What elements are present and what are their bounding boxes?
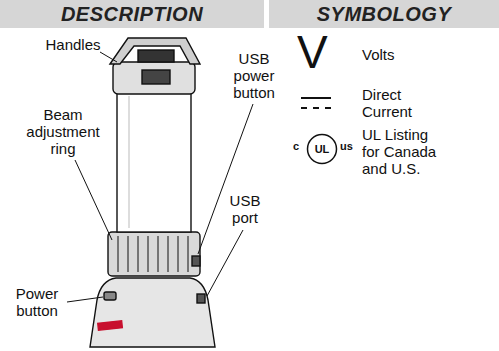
leader-line [100, 52, 117, 62]
part-label: USB port [222, 192, 268, 226]
lamp-drawing [90, 38, 215, 347]
leader-lines [67, 52, 253, 302]
part-label: Handles [44, 36, 102, 53]
ul-mark: UL [306, 133, 338, 165]
top-cap [113, 62, 195, 94]
section-heading: SYMBOLOGY [269, 0, 499, 28]
ul-mark-letter: us [340, 140, 360, 153]
beam-ring [108, 232, 200, 276]
leader-line [207, 230, 243, 296]
part-label: Beam adjustment ring [20, 106, 106, 157]
ul-mark-letter: c [293, 140, 305, 153]
symbol-label: UL Listing for Canada and U.S. [362, 126, 444, 177]
usb-port-shape [197, 294, 205, 303]
volts-symbol: V [297, 27, 337, 77]
part-label: Power button [8, 285, 66, 319]
handle-frame [110, 38, 200, 64]
ring-ribs [118, 236, 188, 272]
heading-text: SYMBOLOGY [317, 3, 452, 26]
usb-power-button-shape [192, 256, 200, 266]
section-heading: DESCRIPTION [0, 0, 264, 28]
handle-grip [138, 50, 174, 62]
power-button-shape [104, 292, 116, 300]
cap-panel [142, 70, 170, 84]
leader-line [67, 297, 103, 302]
lens-cylinder [117, 92, 191, 232]
symbol-label: Volts [362, 46, 442, 63]
mark-text: UL [315, 143, 330, 155]
lamp-base [90, 278, 215, 347]
dc-symbol [301, 98, 331, 108]
brand-badge [98, 321, 123, 330]
symbol-label: Direct Current [362, 86, 424, 120]
heading-text: DESCRIPTION [61, 3, 203, 26]
part-label: USB power button [226, 50, 282, 101]
leader-line [75, 160, 112, 240]
leader-line [198, 104, 253, 254]
